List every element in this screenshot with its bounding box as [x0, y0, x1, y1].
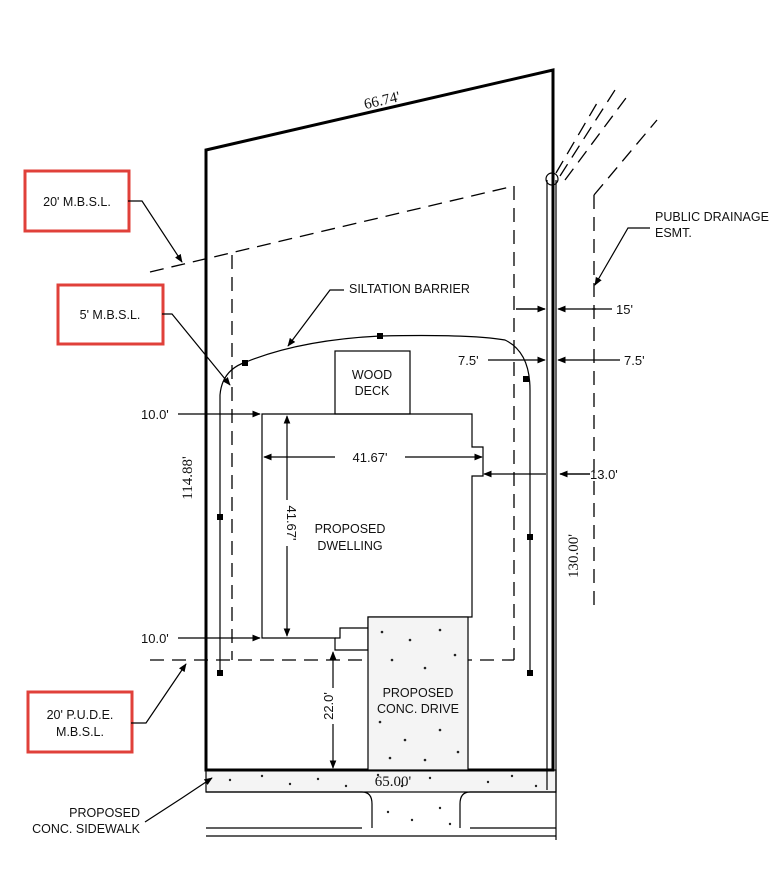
pude-label-line1: 20' P.U.D.E. [47, 708, 114, 722]
dim-easement-right: 7.5' [624, 353, 645, 368]
drainage-label-line1: PUBLIC DRAINAGE [655, 210, 769, 224]
dim-right-boundary: 130.00' [566, 534, 582, 578]
dim-easement-left: 7.5' [458, 353, 479, 368]
deck-label-line2: DECK [355, 384, 390, 398]
drive-label-line2: CONC. DRIVE [377, 702, 459, 716]
property-boundary [204, 68, 555, 772]
dwelling-label-line2: DWELLING [317, 539, 382, 553]
sidewalk-label-line1: PROPOSED [69, 806, 140, 820]
wood-deck [334, 350, 411, 415]
dim-drainage-width: 15' [616, 302, 633, 317]
mbsl-side-label: 5' M.B.S.L. [80, 308, 141, 322]
mbsl-front-label: 20' M.B.S.L. [43, 195, 111, 209]
pude-label-line2: M.B.S.L. [56, 725, 104, 739]
dim-house-depth: 41.67' [284, 505, 299, 540]
concrete-driveway [367, 616, 469, 771]
dim-bottom-boundary: 65.00' [375, 774, 412, 790]
dim-house-width: 41.67' [352, 450, 387, 465]
sidewalk-label-line2: CONC. SIDEWALK [32, 822, 141, 836]
right-easement-lines [545, 89, 658, 840]
siltation-barrier [217, 333, 533, 676]
drive-label-line1: PROPOSED [383, 686, 454, 700]
dim-front-driveway: 22.0' [321, 692, 336, 720]
pude-highlight [26, 690, 134, 754]
dwelling-label-line1: PROPOSED [315, 522, 386, 536]
dim-rear-setback: 13.0' [590, 467, 618, 482]
dim-side-setback-top: 10.0' [141, 407, 169, 422]
dim-left-boundary: 114.88' [180, 456, 196, 500]
siltation-label: SILTATION BARRIER [349, 282, 470, 296]
deck-label-line1: WOOD [352, 368, 392, 382]
dim-side-setback-bottom: 10.0' [141, 631, 169, 646]
drainage-label-line2: ESMT. [655, 226, 692, 240]
